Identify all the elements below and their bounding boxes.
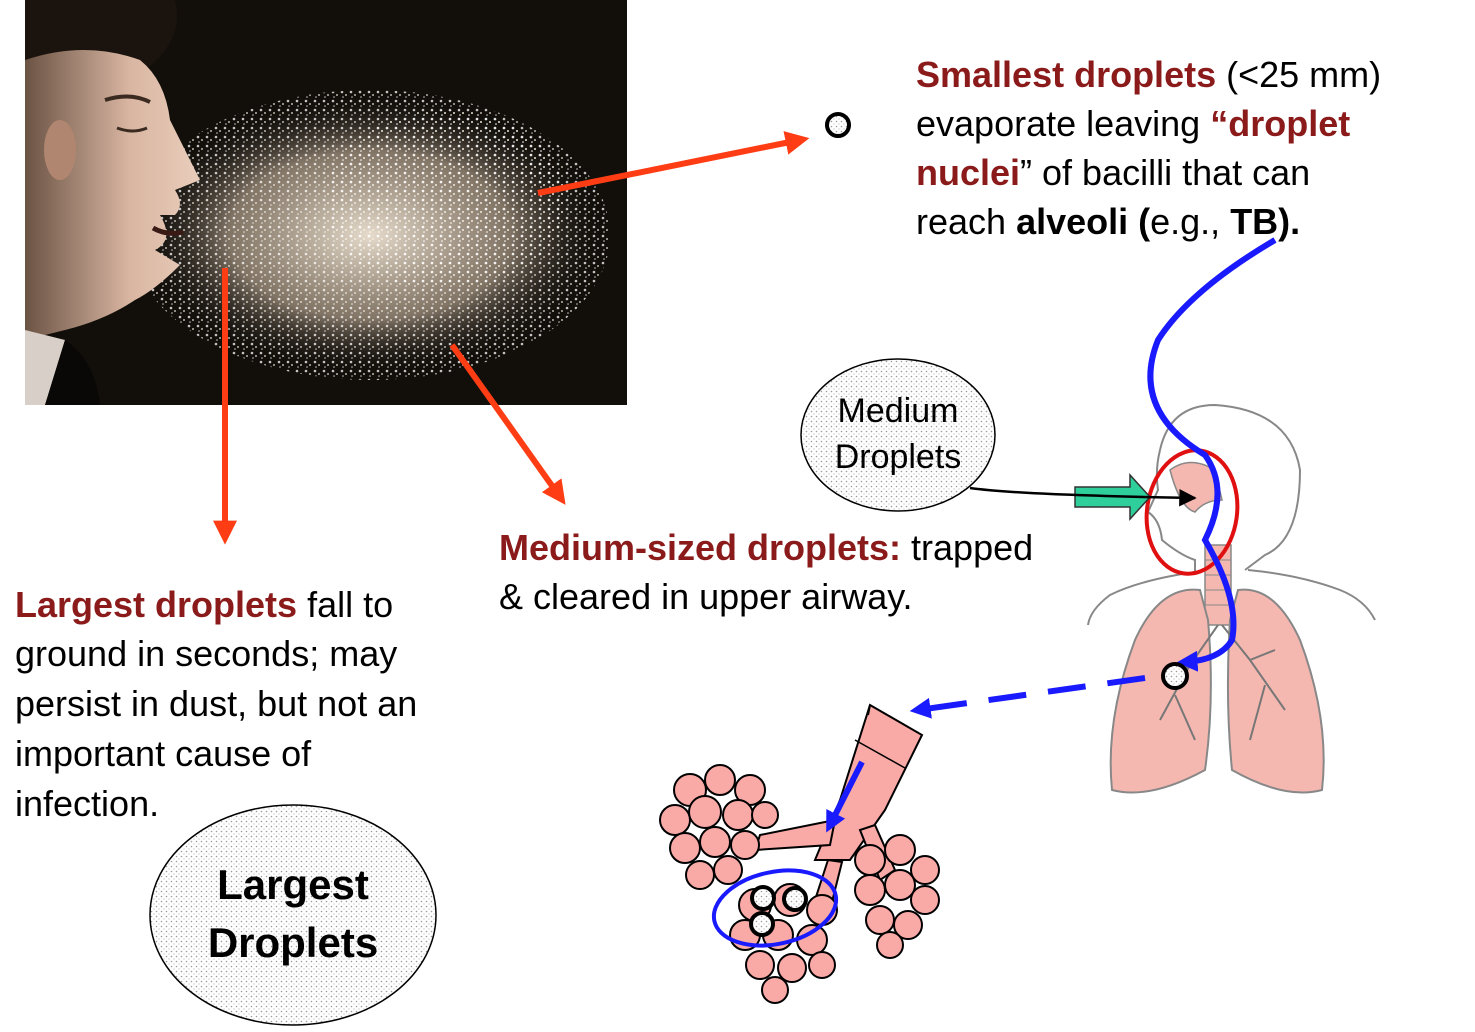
tb-term: TB). <box>1230 201 1301 242</box>
smallest-droplets-line4: reach alveoli (e.g., TB). <box>916 197 1300 247</box>
largest-droplets-line2: ground in seconds; may <box>15 633 398 674</box>
arrow-to-smallest <box>537 131 810 196</box>
alveoli-cluster <box>659 703 940 1004</box>
blue-path-to-lung <box>1147 237 1277 672</box>
smallest-size-text: (<25 mm) <box>1216 54 1382 95</box>
alveoli-term: alveoli ( <box>1016 201 1151 242</box>
open-quote: “ <box>1210 103 1229 144</box>
smallest-line2-text: evaporate leaving <box>916 103 1211 144</box>
medium-droplets-bubble-shape <box>800 358 996 512</box>
largest-bubble-line2: Droplets <box>207 919 379 966</box>
medium-droplets-line2: & cleared in upper airway. <box>499 576 913 617</box>
medium-pointer-arrow <box>969 486 1197 507</box>
smallest-droplets-line3: nuclei” of bacilli that can <box>916 148 1310 198</box>
largest-droplets-line1: Largest droplets fall to <box>15 580 393 630</box>
close-quote: ” <box>1020 152 1033 193</box>
reach-text: reach <box>916 201 1017 242</box>
smallest-droplets-line1: Smallest droplets (<25 mm) <box>916 50 1381 100</box>
largest-bubble-label: Largest Droplets <box>150 856 436 972</box>
largest-droplets-line5: infection. <box>15 783 160 824</box>
smallest-droplets-term: Smallest droplets <box>916 54 1217 95</box>
eg-text: e.g., <box>1150 201 1231 242</box>
largest-bubble-line1: Largest <box>217 861 369 908</box>
sneeze-photo <box>25 0 627 405</box>
lung-droplet-dot <box>1161 662 1189 690</box>
nuclei-term: nuclei <box>916 152 1021 193</box>
dashed-blue-arrow <box>909 675 1146 719</box>
medium-bubble-line2: Droplets <box>834 438 962 476</box>
droplet-nucleus-dot <box>825 112 851 138</box>
medium-line1-text: trapped <box>901 527 1034 568</box>
droplet-term: droplet <box>1228 103 1351 144</box>
medium-droplets-line1: Medium-sized droplets: trapped <box>499 523 1033 573</box>
smallest-droplets-line2: evaporate leaving “droplet <box>916 99 1350 149</box>
medium-bubble-line1: Medium <box>837 392 959 430</box>
largest-line1-text: fall to <box>297 584 394 625</box>
smallest-line3-text: of bacilli that can <box>1032 152 1311 193</box>
sneeze-photo-art <box>25 0 627 405</box>
largest-droplets-line4: important cause of <box>15 733 312 774</box>
largest-droplets-bubble-shape <box>149 804 437 1026</box>
largest-droplets-line3: persist in dust, but not an <box>15 683 418 724</box>
arrow-to-medium <box>449 343 566 505</box>
medium-bubble-label: Medium Droplets <box>801 388 995 480</box>
largest-droplets-term: Largest droplets <box>15 584 298 625</box>
medium-droplets-term: Medium-sized droplets: <box>499 527 902 568</box>
